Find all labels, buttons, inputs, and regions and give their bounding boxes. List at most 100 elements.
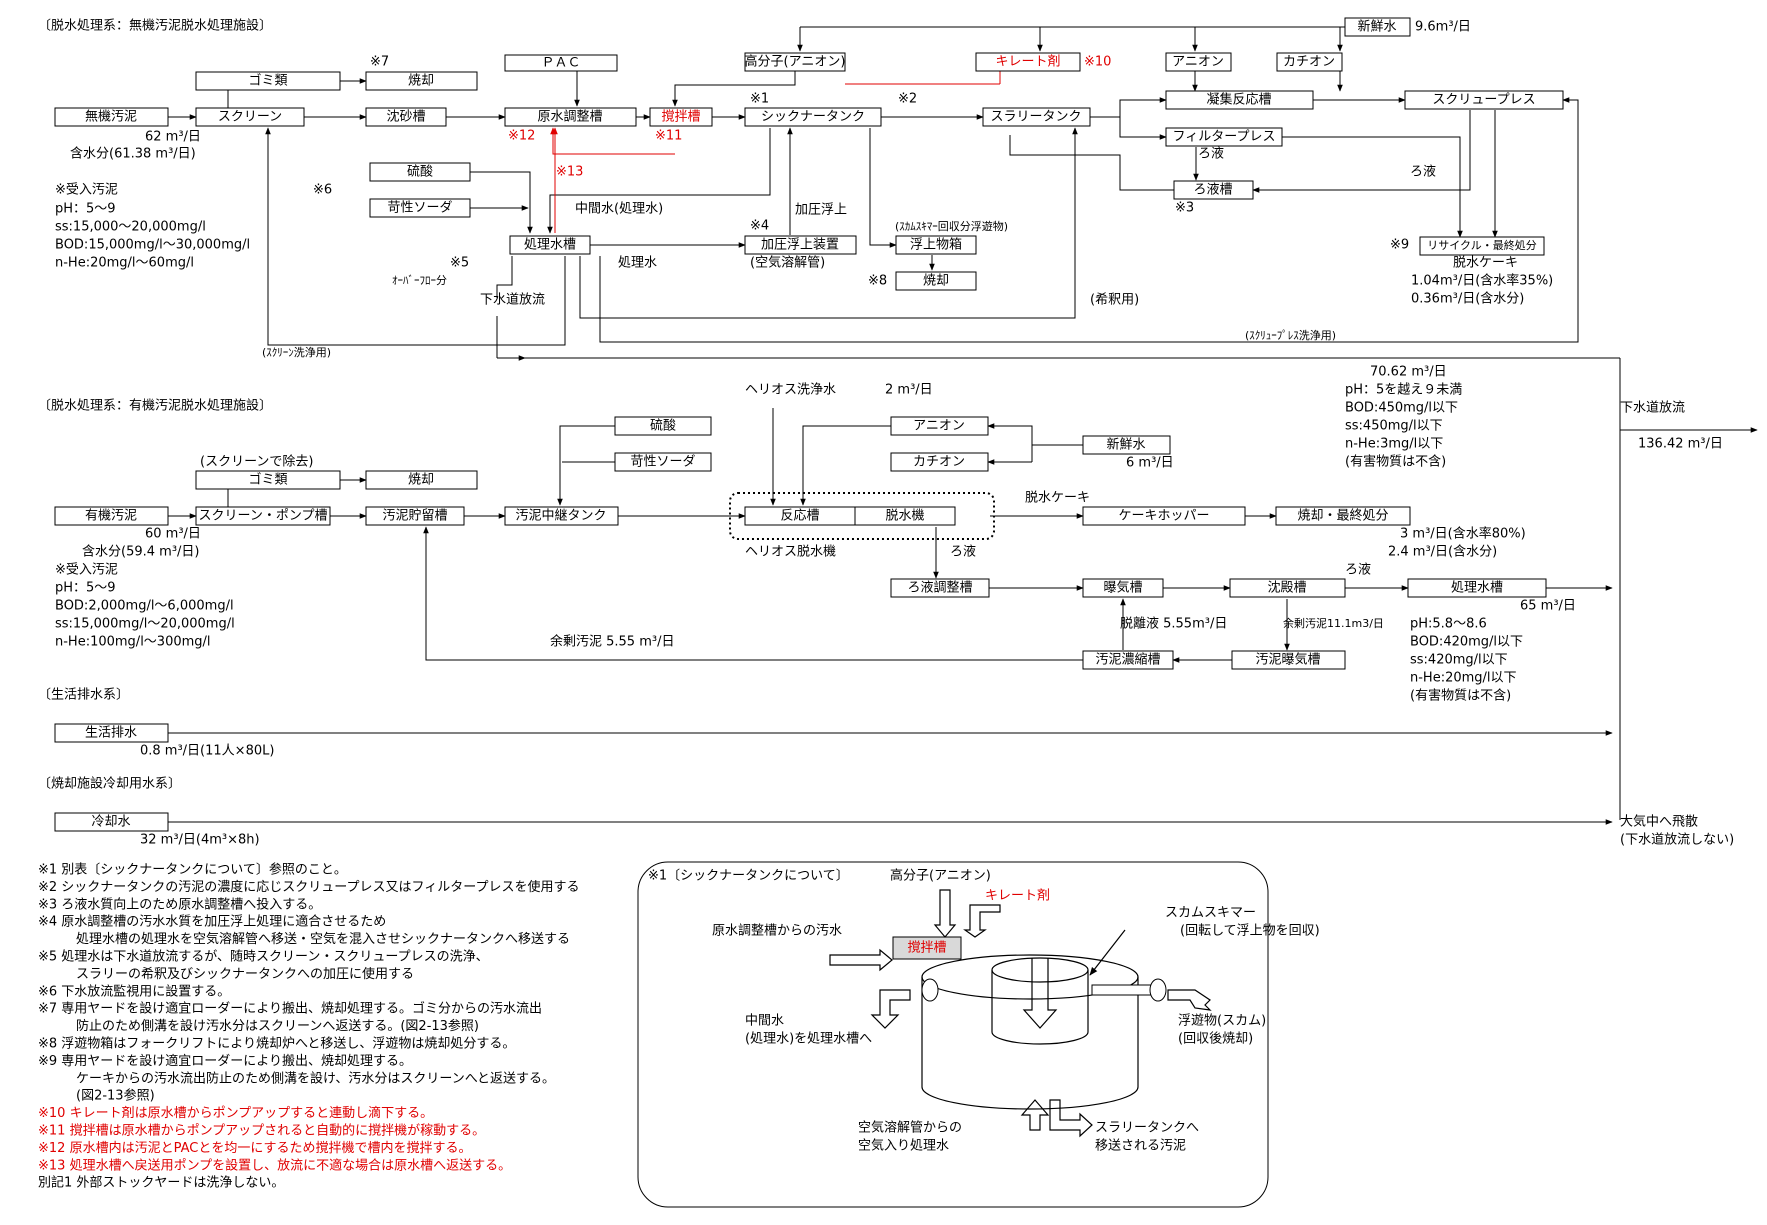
svg-text:苛性ソーダ: 苛性ソーダ [387,201,452,216]
note-line: ※5 処理水は下水道放流するが、随時スクリーン・スクリュープレスの洗浄、 [38,950,489,965]
svg-text:BOD:2,000mg/l～6,000mg/l: BOD:2,000mg/l～6,000mg/l [55,599,234,614]
svg-text:下水道放流: 下水道放流 [480,293,545,308]
box-kachion1: カチオン [1276,52,1343,72]
svg-text:(ｽｶﾑｽｷﾏｰ回収分浮遊物): (ｽｶﾑｽｷﾏｰ回収分浮遊物) [895,219,1008,233]
svg-text:ろ液槽: ろ液槽 [1193,183,1232,198]
svg-text:3 m³/日(含水率80%): 3 m³/日(含水率80%) [1400,526,1526,542]
svg-text:※3: ※3 [1175,201,1194,216]
svg-text:生活排水: 生活排水 [85,726,137,741]
box-screen1: スクリーン [195,107,305,127]
box-kakuhan: 撹拌槽 [649,107,713,127]
svg-text:新鮮水: 新鮮水 [1106,437,1145,453]
svg-text:硫酸: 硫酸 [407,165,433,180]
svg-text:65 m³/日: 65 m³/日 [1520,599,1576,614]
svg-text:1.04m³/日(含水率35%): 1.04m³/日(含水率35%) [1411,273,1553,289]
svg-text:沈殿槽: 沈殿槽 [1267,581,1306,596]
svg-text:汚泥貯留槽: 汚泥貯留槽 [382,509,447,524]
svg-text:ss:15,000～20,000mg/l: ss:15,000～20,000mg/l [55,220,206,235]
svg-text:処理水槽: 処理水槽 [524,238,576,253]
note-line: スラリーの希釈及びシックナータンクへの加圧に使用する [76,966,414,982]
box-bakki: 曝気槽 [1082,578,1164,598]
svg-text:汚泥曝気槽: 汚泥曝気槽 [1255,652,1320,668]
svg-text:空気入り処理水: 空気入り処理水 [858,1138,949,1154]
svg-text:加圧浮上装置: 加圧浮上装置 [761,238,839,253]
svg-text:ヘリオス脱水機: ヘリオス脱水機 [745,545,836,560]
herios-group [729,492,995,540]
box-cakehopper: ケーキホッパー [1082,506,1246,526]
svg-text:大気中へ飛散: 大気中へ飛散 [1620,814,1698,830]
box-anion1: アニオン [1165,52,1232,72]
svg-text:n-He:20mg/l以下: n-He:20mg/l以下 [1410,671,1517,686]
notes-list: ※1 別表〔シックナータンクについて〕参照のこと。※2 シックナータンクの汚泥の… [38,862,579,1191]
svg-text:中間水(処理水): 中間水(処理水) [575,202,663,217]
svg-text:ＰＡＣ: ＰＡＣ [541,56,580,71]
svg-text:(有害物質は不含): (有害物質は不含) [1410,688,1511,704]
svg-text:下水道放流: 下水道放流 [1620,401,1685,416]
svg-text:2.4 m³/日(含水分): 2.4 m³/日(含水分) [1388,544,1497,560]
svg-text:冷却水: 冷却水 [91,815,130,830]
svg-text:キレート剤: キレート剤 [985,888,1050,904]
note-line: ※6 下水放流監視用に設置する。 [38,983,230,999]
svg-text:アニオン: アニオン [913,419,965,434]
box-kachion2: カチオン [890,452,989,472]
svg-text:焼却: 焼却 [408,473,434,488]
svg-text:ｵｰﾊﾞｰﾌﾛｰ分: ｵｰﾊﾞｰﾌﾛｰ分 [392,274,447,287]
note-line: 処理水槽の処理水を空気溶解管へ移送・空気を混入させシックナータンクへ移送する [76,931,570,947]
svg-text:pH：5～9: pH：5～9 [55,202,116,217]
box-shorisui2: 処理水槽 [1407,578,1547,598]
box-kasei1: 苛性ソーダ [369,198,471,218]
section-inorganic: 〔脱水処理系：無機汚泥脱水処理施設〕 [38,18,272,34]
box-gyoshu: 凝集反応槽 [1165,90,1314,110]
svg-text:BOD:420mg/l以下: BOD:420mg/l以下 [1410,635,1523,650]
svg-text:ろ液調整槽: ろ液調整槽 [907,581,972,596]
svg-text:ケーキホッパー: ケーキホッパー [1118,509,1209,524]
box-nosyuku: 汚泥濃縮槽 [1082,650,1174,670]
svg-text:ろ液: ろ液 [950,545,976,560]
svg-text:脱離液 5.55m³/日: 脱離液 5.55m³/日 [1120,617,1227,632]
box-reikyaku: 冷却水 [54,812,169,832]
svg-text:アニオン: アニオン [1172,55,1224,70]
svg-text:浮上物箱: 浮上物箱 [910,237,962,253]
thickener-inset: ※1〔シックナータンクについて〕 高分子(アニオン) キレート剤 原水調整槽から… [637,861,1320,1208]
svg-text:9.6m³/日: 9.6m³/日 [1415,20,1471,35]
svg-text:60 m³/日: 60 m³/日 [145,527,201,542]
svg-text:含水分(61.38 m³/日): 含水分(61.38 m³/日) [70,146,196,162]
svg-text:処理水: 処理水 [618,256,657,271]
note-line: ※3 ろ液水質向上のため原水調整槽へ投入する。 [38,896,321,912]
box-slurry: スラリータンク [982,107,1091,127]
svg-text:リサイクル・最終処分: リサイクル・最終処分 [1427,238,1536,252]
svg-text:(空気溶解管): (空気溶解管) [750,255,825,271]
svg-text:ろ液: ろ液 [1345,563,1371,578]
svg-text:※10: ※10 [1084,55,1111,70]
svg-text:浮遊物(スカム): 浮遊物(スカム) [1178,1014,1266,1029]
svg-text:※7: ※7 [370,55,389,70]
note-line: ※1 別表〔シックナータンクについて〕参照のこと。 [38,862,347,878]
svg-text:※8: ※8 [868,274,887,289]
svg-text:pH：5～9: pH：5～9 [55,581,116,596]
svg-text:ろ液: ろ液 [1198,147,1224,162]
box-odeibakki: 汚泥曝気槽 [1231,650,1346,670]
svg-text:シックナータンク: シックナータンク [761,110,865,125]
box-mukiodei: 無機汚泥 [54,107,169,127]
svg-text:※9: ※9 [1390,238,1409,253]
box-shokyakusaishu: 焼却・最終処分 [1275,506,1411,526]
svg-text:0.8 m³/日(11人×80L): 0.8 m³/日(11人×80L) [140,744,274,759]
svg-text:pH：5を越え９未満: pH：5を越え９未満 [1345,383,1462,398]
note-line: ※12 原水槽内は汚泥とPACとを均一にするため撹拌機で槽内を撹拌する。 [38,1140,471,1156]
svg-text:沈砂槽: 沈砂槽 [386,110,425,125]
box-chinsa: 沈砂槽 [365,107,447,127]
svg-text:汚泥濃縮槽: 汚泥濃縮槽 [1095,652,1160,668]
box-anion2: アニオン [890,416,989,436]
box-screwpress: スクリュープレス [1404,90,1564,110]
box-genchosei: 原水調整槽 [504,107,637,127]
svg-text:※2: ※2 [898,92,917,107]
organic-labels: ヘリオス洗浄水 2 m³/日 6 m³/日 (スクリーンで除去) 60 m³/日… [55,383,1734,848]
box-shinsen2: 新鮮水 [1082,435,1171,455]
svg-text:カチオン: カチオン [913,455,965,470]
box-seikatsu: 生活排水 [54,723,169,743]
svg-text:ろ液: ろ液 [1410,165,1436,180]
svg-text:ss:15,000mg/l～20,000mg/l: ss:15,000mg/l～20,000mg/l [55,617,235,632]
svg-text:スクリーン: スクリーン [218,110,282,125]
svg-text:(希釈用): (希釈用) [1090,293,1139,308]
